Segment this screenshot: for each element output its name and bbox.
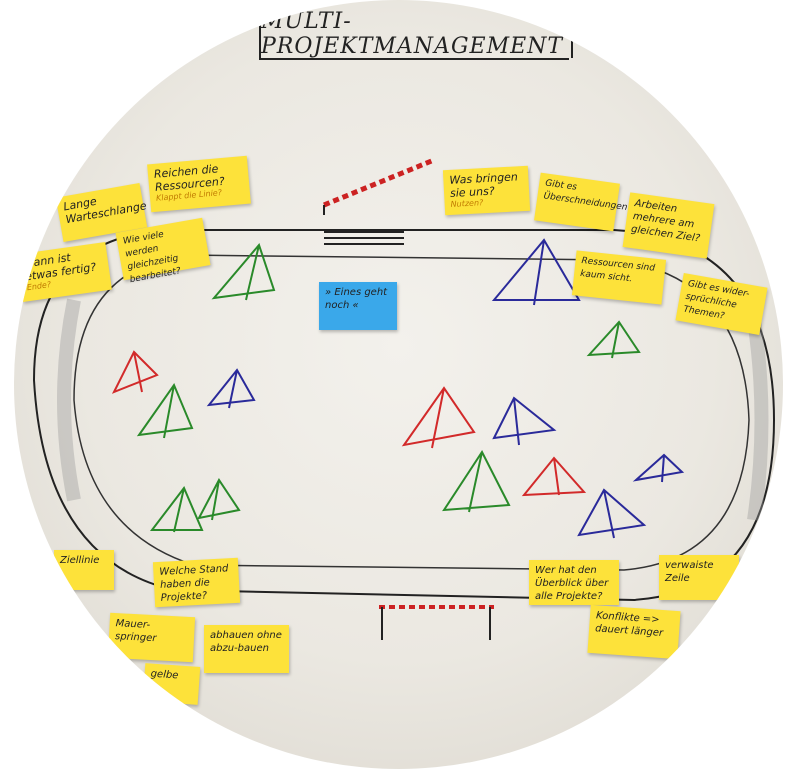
note-reichen-ressourcen: Reichen die Ressourcen?Klappt die Linie? (147, 155, 251, 213)
tent-blue-5 (577, 488, 647, 539)
tent-green-4 (197, 478, 241, 521)
note-stand-projekte: Welche Stand haben die Projekte? (152, 557, 241, 608)
barrier-top (323, 157, 435, 208)
tent-red-3 (521, 456, 587, 497)
tent-green-6 (442, 450, 511, 513)
note-ressourcen-kaum: Ressourcen sind kaum sicht. (571, 250, 667, 305)
note-eines-geht-noch: » Eines geht noch « (319, 282, 397, 330)
flipchart-photo: MULTI-PROJEKTMANAGEMENT » Eines geht noc… (14, 0, 783, 769)
inner-track-line (73, 254, 750, 571)
title-underline (259, 58, 569, 60)
note-verwaiste: verwaiste Zeile (659, 555, 739, 600)
note-ziellinie: Ziellinie (54, 550, 114, 590)
page-title: MULTI-PROJEKTMANAGEMENT (259, 9, 573, 59)
note-arbeiten-mehrere: Arbeiten mehrere am gleichen Ziel? (622, 192, 715, 259)
note-ueberblick: Wer hat den Überblick über alle Projekte… (529, 560, 619, 605)
tent-green-3 (149, 486, 204, 533)
tent-blue-4 (632, 453, 685, 483)
tent-red-2 (401, 386, 476, 449)
note-abhauen: abhauen ohne abzu-bauen (204, 625, 289, 673)
tent-red-1 (111, 350, 159, 394)
note-was-bringen: Was bringen sie uns?Nutzen? (442, 165, 531, 216)
tent-blue-1 (206, 368, 256, 409)
note-gelbe-left: gelbe (142, 663, 201, 705)
tent-blue-3 (492, 396, 557, 446)
tent-blue-2 (491, 238, 581, 306)
note-konflikte: Konflikte => dauert länger (587, 604, 681, 660)
tent-green-2 (136, 382, 194, 439)
tent-green-1 (211, 242, 276, 301)
note-mauer-springer: Mauer-springer (107, 612, 196, 663)
race-track-drawing (32, 157, 776, 640)
tent-green-5 (586, 320, 641, 359)
